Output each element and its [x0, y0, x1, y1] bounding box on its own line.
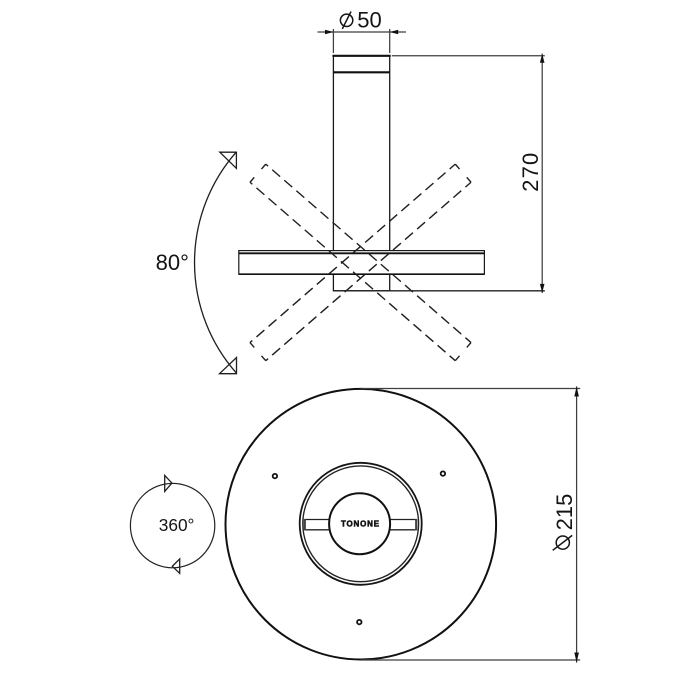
svg-text:80°: 80° [156, 250, 189, 275]
svg-text:TONONE: TONONE [341, 520, 380, 529]
svg-text:270: 270 [518, 152, 543, 192]
svg-text:50: 50 [357, 8, 381, 33]
svg-text:215: 215 [552, 494, 577, 531]
svg-text:360°: 360° [159, 515, 195, 535]
